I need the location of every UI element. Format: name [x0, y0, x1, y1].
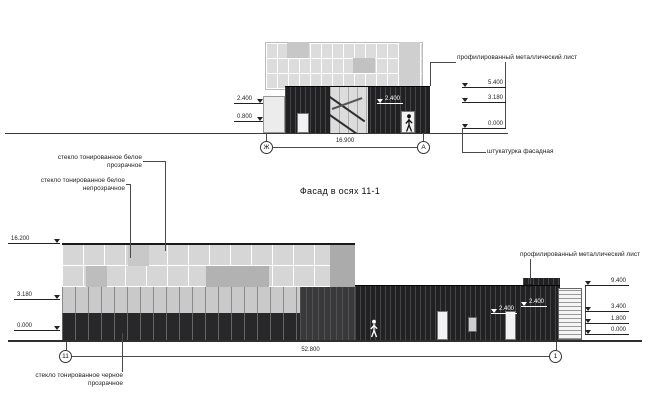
curtain-wall-panel: [399, 42, 420, 88]
elevation-mark: 3.400: [585, 304, 629, 312]
elevation-mark: 9.400: [585, 278, 629, 286]
leader-line: [462, 128, 463, 153]
curtain-wall-panel: [353, 58, 375, 73]
stair-flight-line: [330, 112, 366, 133]
door: [297, 113, 309, 133]
leader-line: [130, 184, 131, 258]
elevation-mark: 16.200: [8, 236, 60, 244]
exit-person-icon: [405, 114, 413, 132]
leader-line: [530, 259, 531, 286]
louver-structure: [558, 288, 582, 340]
elevation-mark: 2.400: [377, 96, 403, 104]
glass-upper-band: [62, 245, 355, 287]
exit-door: [401, 111, 415, 133]
material-label-plaster: штукатурка фасадная: [487, 148, 554, 155]
door: [437, 311, 448, 340]
metal-building: [355, 285, 560, 340]
axis-marker-1: 1: [549, 350, 562, 363]
elevation-mark: 1.800: [585, 316, 629, 324]
elevation-mark: 0.000: [585, 327, 629, 335]
extension-line: [66, 342, 67, 350]
entrance-annex: [263, 96, 285, 133]
glass-panel-opaque: [330, 245, 355, 287]
elevation-mark: 3.180: [14, 292, 60, 300]
elevation-mark: 0.000: [462, 121, 506, 129]
ground-line: [5, 133, 508, 134]
elevation-mark: 2.400: [491, 306, 517, 314]
extension-line: [505, 62, 506, 128]
axis-marker-zh: Ж: [260, 141, 273, 154]
axis-marker-a: А: [417, 141, 430, 154]
elevation-mark: 2.400: [521, 299, 547, 307]
leader-dot: [528, 284, 531, 287]
leader-line: [430, 62, 431, 86]
extension-line: [556, 342, 557, 350]
tinted-black-glass-band: [62, 313, 300, 340]
dimension-line: [72, 356, 549, 357]
elevation-mark: 2.400: [234, 96, 263, 104]
glass-panel-opaque: [128, 245, 149, 266]
extension-line: [266, 133, 267, 141]
leader-line: [126, 184, 131, 185]
dimension-line: [273, 147, 417, 148]
leader-line: [165, 161, 166, 251]
parapet-step: [523, 278, 560, 286]
drawing-title: Фасад в осях 11-1: [299, 186, 381, 196]
dimension-value: 16.900: [335, 138, 355, 144]
axis-marker-11: 11: [59, 350, 72, 363]
material-label-metal: профилированный металлический лист: [520, 251, 641, 258]
elevation-mark: 3.180: [462, 95, 506, 103]
leader-line: [462, 152, 486, 153]
person-figure-icon: [370, 319, 378, 338]
dark-corner-block: [300, 287, 355, 340]
elevation-mark: 5.400: [462, 80, 506, 88]
glass-panel-opaque: [86, 266, 107, 287]
window: [468, 317, 477, 332]
stairwell-glazing: [330, 87, 368, 133]
curtain-wall-panel: [287, 42, 309, 58]
extension-line: [423, 133, 424, 141]
ground-line: [8, 340, 642, 342]
door: [505, 311, 516, 340]
material-label-metal: профилированный металлический лист: [457, 54, 578, 61]
elevation-mark: 0.800: [234, 114, 263, 122]
leader-line: [430, 62, 456, 63]
elevation-mark: 0.000: [14, 323, 60, 331]
glass-panel-opaque: [206, 266, 269, 287]
leader-line: [143, 161, 165, 162]
dimension-value: 52.800: [301, 347, 320, 353]
leader-line: [122, 333, 123, 372]
